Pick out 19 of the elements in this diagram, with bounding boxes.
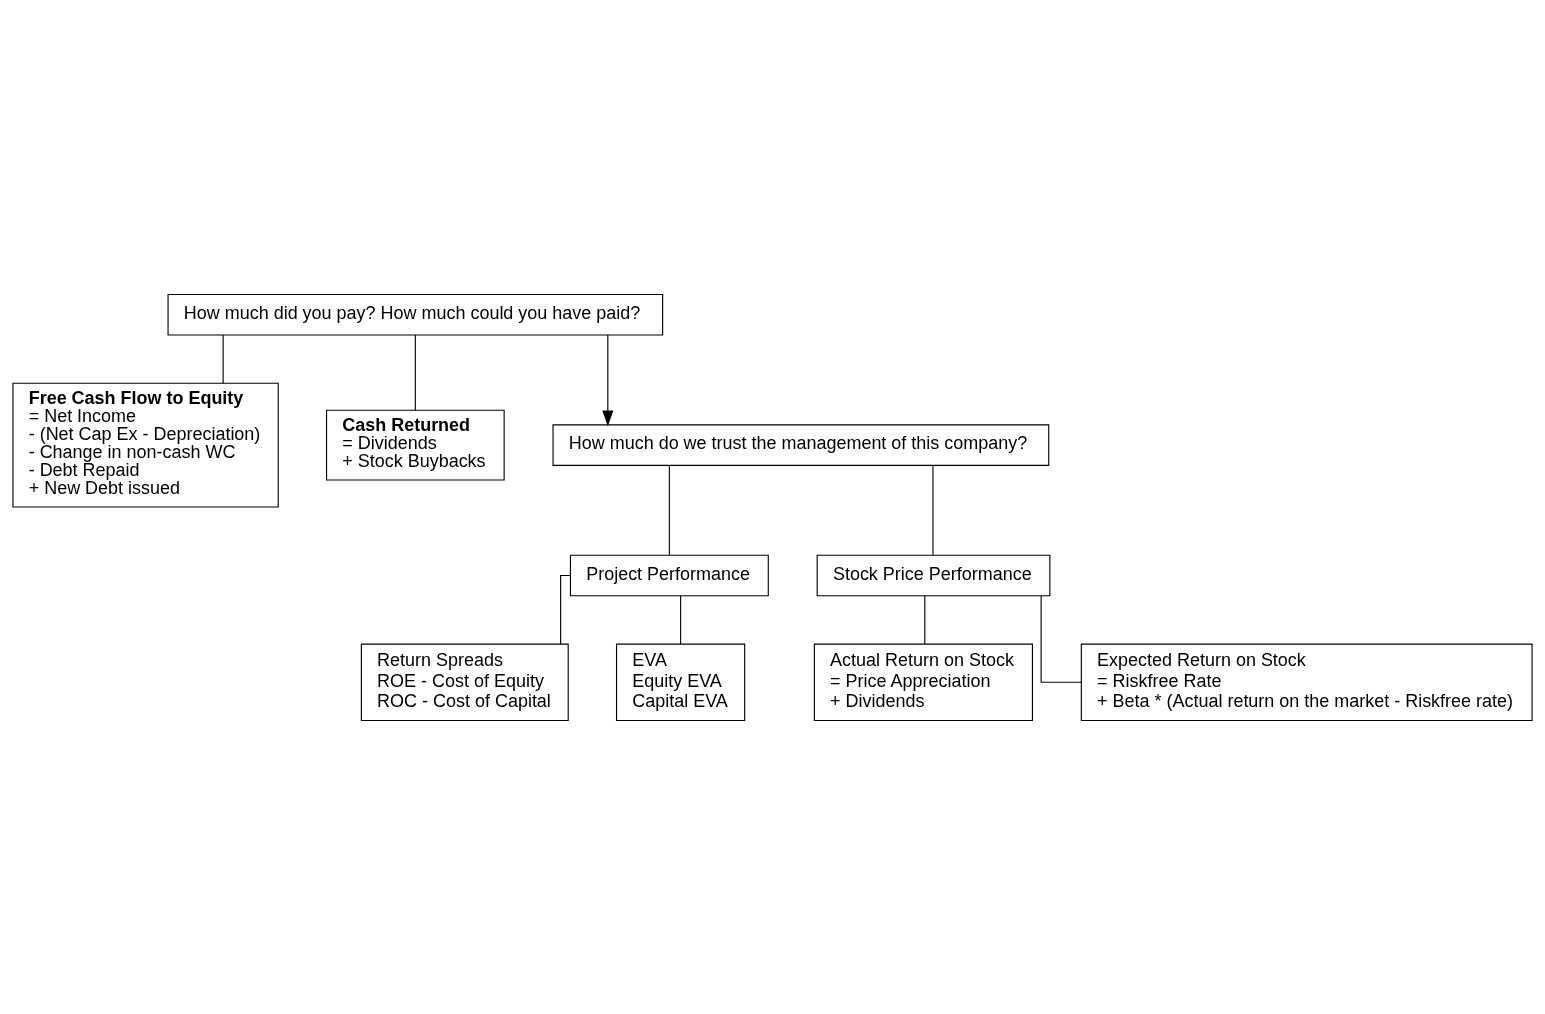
node-box: EVA Equity EVA Capital EVA xyxy=(616,643,746,721)
arrow xyxy=(602,334,614,426)
node-box: How much did you pay? How much could you have paid? xyxy=(167,293,664,335)
connector xyxy=(932,464,934,555)
connector xyxy=(924,595,926,645)
connector xyxy=(414,334,416,411)
node-box: Project Performance xyxy=(569,554,769,596)
node-box: Return Spreads ROE - Cost of Equity ROC - Cost of Capital xyxy=(360,643,569,721)
connector xyxy=(680,595,682,645)
connector xyxy=(668,464,670,555)
node-box: Actual Return on Stock = Price Appreciation + Dividends xyxy=(813,643,1033,721)
node-box: Expected Return on Stock = Riskfree Rate + Beta * (Actual return on the market - Riskfree rate) xyxy=(1080,643,1533,721)
connector xyxy=(222,334,224,384)
node-box: How much do we trust the management of this company? xyxy=(552,423,1050,466)
node-box: Stock Price Performance xyxy=(816,554,1051,596)
connector xyxy=(1040,595,1082,683)
node-box: Free Cash Flow to Equity = Net Income - (Net Cap Ex - Depreciation) - Change in non-cash WC - Debt Repaid + New Debt issued xyxy=(12,382,279,507)
node-box: Cash Returned = Dividends + Stock Buybacks xyxy=(326,409,505,480)
connector xyxy=(560,574,571,645)
